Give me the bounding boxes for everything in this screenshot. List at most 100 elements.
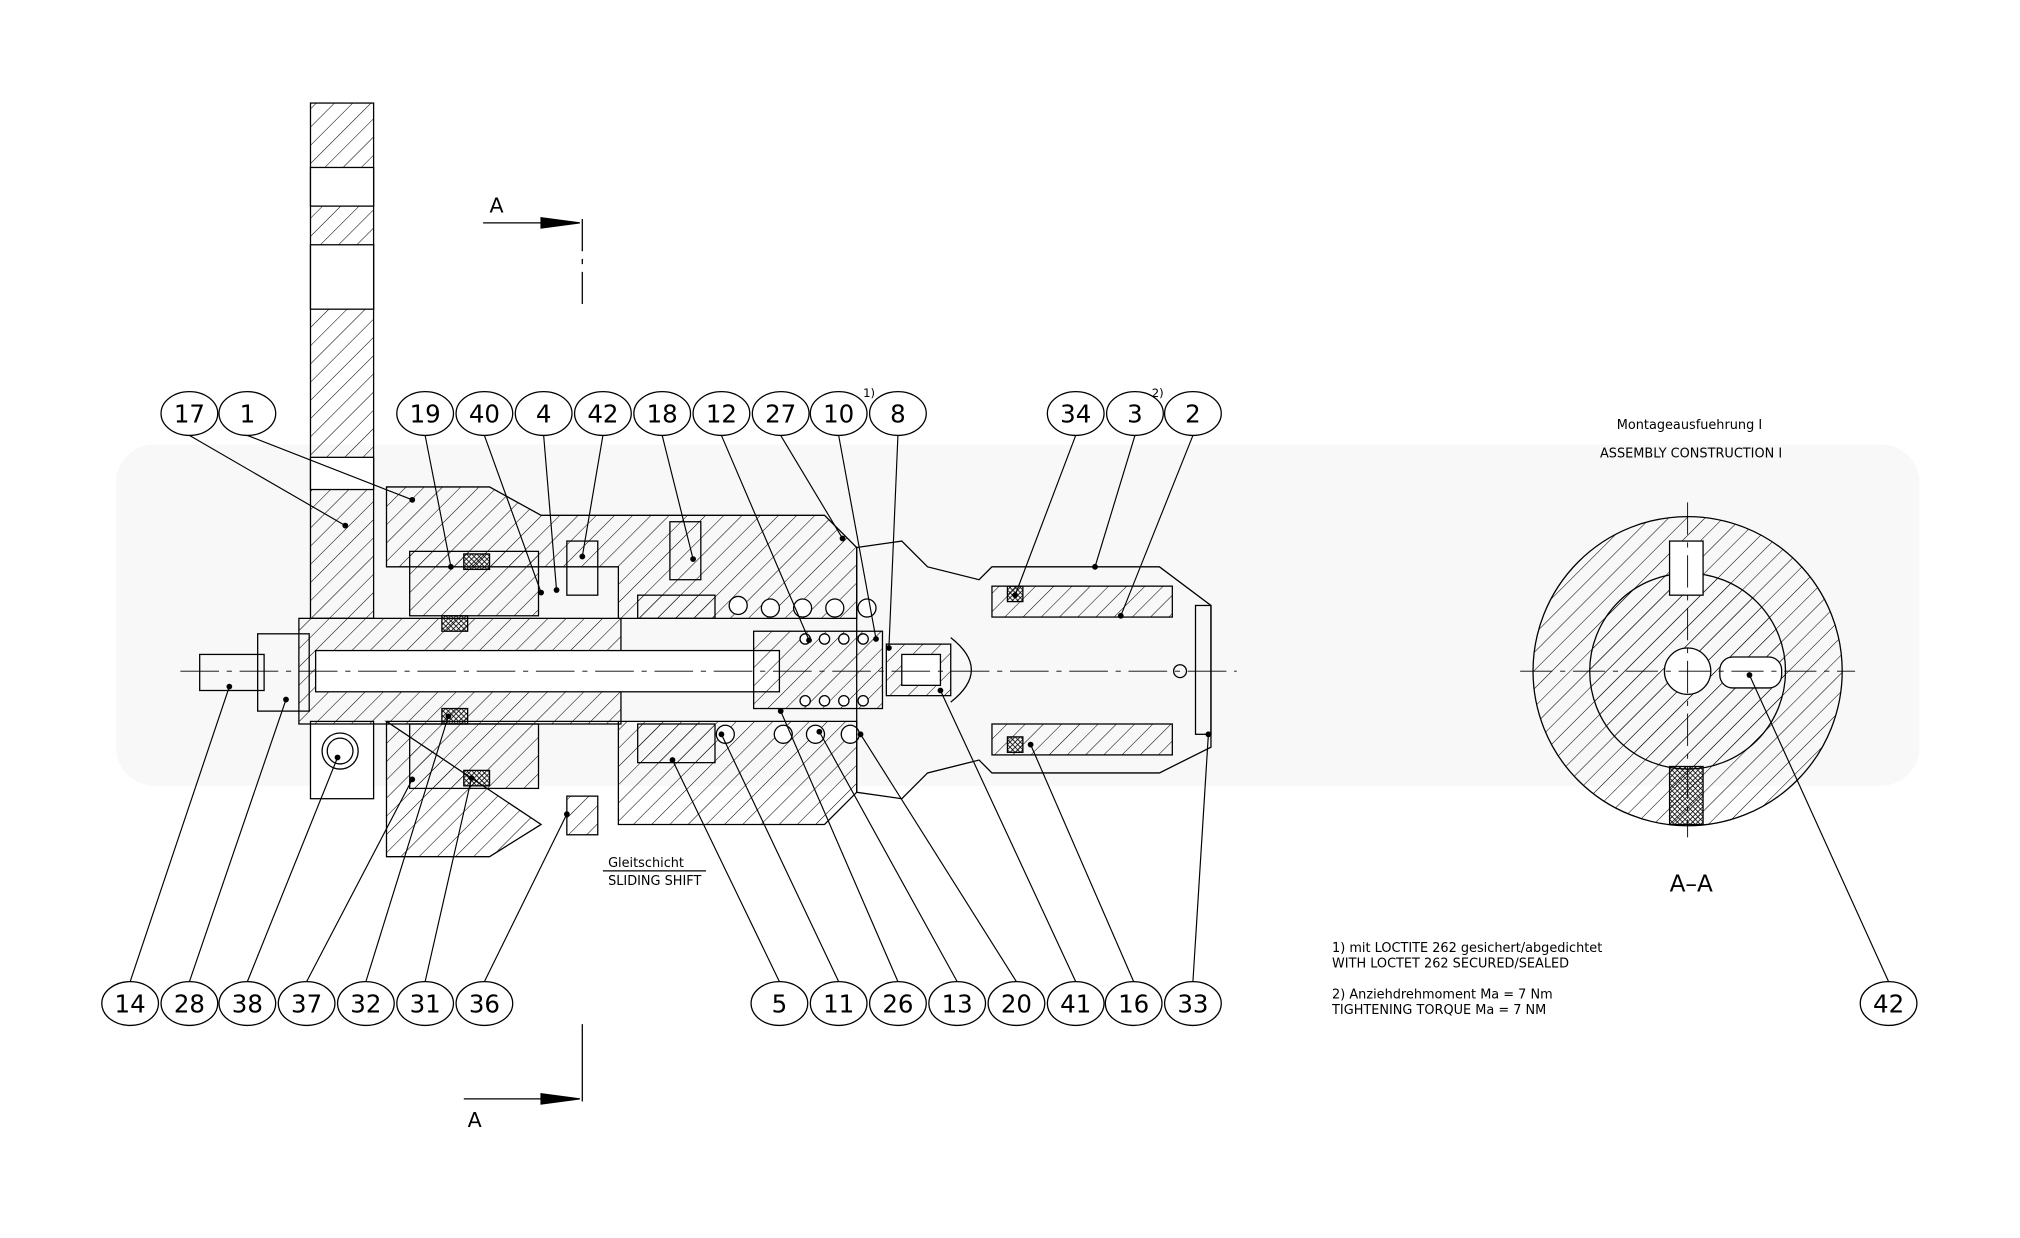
balloon-outline (455, 980, 514, 1027)
balloon-outline (218, 390, 277, 437)
part-number: 32 (350, 990, 381, 1019)
part-balloon: 5 (750, 980, 809, 1027)
balloon-outline (751, 390, 810, 437)
part-balloon: 18 (633, 390, 692, 437)
balloon-outline (633, 390, 692, 437)
leader-line (483, 435, 542, 593)
leader-dot (445, 713, 452, 720)
balloon-outline (1105, 390, 1164, 437)
part-balloon: 38 (218, 980, 277, 1027)
leader-dot (816, 728, 823, 735)
part-balloon: 26 (868, 980, 927, 1027)
leader-dot (553, 587, 560, 593)
balloon-outline (1046, 980, 1105, 1027)
part-number: 40 (469, 400, 500, 429)
balloon-outline (1104, 980, 1163, 1027)
leader-line (661, 435, 694, 560)
section-view-label: A–A (1670, 870, 1713, 897)
leader-line (1014, 435, 1077, 596)
leader-line (1094, 435, 1136, 567)
part-balloon: 40 (455, 390, 514, 437)
part-number: 31 (410, 990, 441, 1019)
part-number: 28 (174, 990, 205, 1019)
leader-dot (718, 731, 725, 738)
section-mark-top: A (490, 194, 504, 218)
part-balloon: 28 (160, 980, 219, 1027)
assembly-title-en: ASSEMBLY CONSTRUCTION I (1600, 446, 1782, 461)
leader-line (838, 435, 877, 640)
leader-dot (873, 636, 879, 642)
sliding-note-de: Gleitschicht (608, 856, 684, 871)
part-number: 36 (469, 990, 500, 1019)
leader-dot (409, 496, 416, 503)
leader-line (424, 777, 473, 982)
balloon-outline (1163, 980, 1222, 1027)
part-balloon: 4 (514, 390, 573, 437)
leader-line (818, 731, 958, 982)
balloon-outline (396, 390, 455, 437)
part-number: 20 (1001, 990, 1032, 1019)
part-number: 38 (232, 990, 263, 1019)
leader-dot (1027, 741, 1034, 748)
balloon-outline (750, 980, 809, 1027)
part-number: 4 (536, 400, 552, 429)
balloon-outline (1859, 980, 1918, 1027)
part-balloon: 8 (868, 390, 927, 437)
leader-line (1748, 674, 1890, 982)
part-number: 3 (1127, 400, 1143, 429)
balloon-outline (160, 980, 219, 1027)
balloon-outline (809, 980, 868, 1027)
leader-line (129, 686, 230, 982)
balloon-outline (336, 980, 395, 1027)
balloon-outline (218, 980, 277, 1027)
part-number: 42 (587, 400, 618, 429)
part-number: 19 (410, 400, 441, 429)
part-number: 27 (765, 400, 796, 429)
leader-line (306, 779, 413, 982)
leader-dot (563, 811, 570, 818)
note-line: 2) Anziehdrehmoment Ma = 7 Nm (1332, 987, 1553, 1002)
part-number: 26 (882, 990, 913, 1019)
balloon-outline (868, 980, 927, 1027)
part-balloon: 13 (928, 980, 987, 1027)
part-balloon: 3 (1105, 390, 1164, 437)
leader-line (939, 690, 1077, 982)
leader-dot (226, 683, 233, 690)
part-number: 37 (291, 990, 322, 1019)
footnote-mark-2: 2) (1152, 386, 1164, 400)
part-number: 13 (942, 990, 973, 1019)
part-balloon: 37 (277, 980, 336, 1027)
part-number: 14 (115, 990, 146, 1019)
leader-dot (342, 522, 349, 529)
part-balloon: 42 (573, 390, 632, 437)
leader-dot (409, 776, 416, 783)
footnote-mark-1: 1) (863, 386, 875, 400)
part-balloon: 12 (692, 390, 751, 437)
leader-dot (1012, 592, 1019, 599)
balloon-outline (514, 390, 573, 437)
leader-dot (1746, 672, 1753, 678)
balloon-outline (396, 980, 455, 1027)
balloon-outline (692, 390, 751, 437)
part-balloon: 31 (396, 980, 455, 1027)
leader-dot (1205, 731, 1212, 738)
part-balloon: 11 (809, 980, 868, 1027)
balloon-outline (928, 980, 987, 1027)
leader-line (424, 435, 452, 567)
balloon-outline (573, 390, 632, 437)
leader-dot (806, 637, 812, 644)
part-number: 18 (647, 400, 678, 429)
part-balloon: 14 (101, 980, 160, 1027)
balloon-outline (1046, 390, 1105, 437)
part-number: 34 (1060, 400, 1091, 429)
balloon-outline (101, 980, 160, 1027)
leader-dot (886, 645, 892, 651)
leader-dot (334, 754, 341, 761)
balloon-outline (809, 390, 868, 437)
leader-dot (1117, 612, 1124, 619)
part-number: 17 (174, 400, 205, 429)
leader-dot (468, 775, 475, 781)
part-balloon: 34 (1046, 390, 1105, 437)
leader-dot (448, 563, 454, 570)
leader-line (188, 699, 287, 982)
